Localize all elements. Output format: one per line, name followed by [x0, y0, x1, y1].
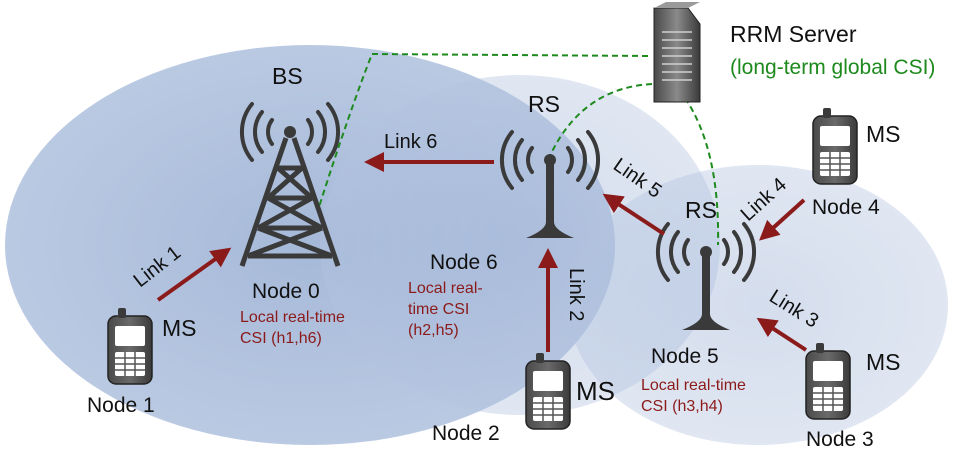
bs-csi-line1: Local real-time	[240, 309, 345, 326]
ms-node4-label: MS	[866, 121, 901, 147]
rs-left-label: RS	[528, 91, 560, 117]
dashed-line-rs-right	[684, 97, 720, 246]
link-arrows	[156, 152, 808, 352]
link1-arrow	[156, 247, 232, 302]
ms-node1-phone-icon	[107, 307, 153, 385]
ms-node2-phone-icon	[525, 352, 571, 430]
bs-tower-icon	[239, 102, 341, 267]
ms-node1-node-label: Node 1	[87, 394, 155, 417]
link6-label: Link 6	[384, 131, 437, 153]
server-name: RRM Server	[730, 21, 857, 47]
bs-label: BS	[272, 63, 303, 89]
dashed-line-rs-left	[547, 83, 653, 161]
control-links	[317, 52, 720, 246]
rs-left-csi-line3: (h2,h5)	[408, 322, 459, 339]
rs-right-csi-line2: CSI (h3,h4)	[641, 398, 723, 415]
rs-left-node-label: Node 6	[430, 251, 498, 274]
ms-node4-phone-icon	[812, 107, 858, 185]
link5-arrow	[602, 193, 666, 236]
bs-csi-line2: CSI (h1,h6)	[240, 330, 322, 347]
server-icon	[653, 2, 701, 103]
ms-node2-label: MS	[576, 376, 615, 406]
rs-right-label: RS	[685, 197, 717, 223]
ms-node2-node-label: Node 2	[432, 422, 500, 445]
ms-node1-label: MS	[162, 315, 197, 341]
ms-node3-label: MS	[866, 349, 901, 375]
rs-left-csi-line1: Local real-	[408, 280, 483, 297]
server-subtitle: (long-term global CSI)	[730, 56, 935, 79]
link2-label: Link 2	[565, 268, 587, 321]
dashed-line-bs	[317, 52, 649, 211]
ms-node3-phone-icon	[805, 342, 851, 420]
bs-node-label: Node 0	[252, 280, 320, 303]
rs-right-csi-line1: Local real-time	[641, 377, 746, 394]
rs-left-csi-line2: time CSI	[408, 301, 469, 318]
link3-arrow	[756, 317, 808, 352]
ms-node3-node-label: Node 3	[806, 428, 874, 451]
link4-arrow	[759, 198, 806, 241]
rs-right-node-label: Node 5	[651, 345, 719, 368]
ms-node4-node-label: Node 4	[812, 196, 880, 219]
